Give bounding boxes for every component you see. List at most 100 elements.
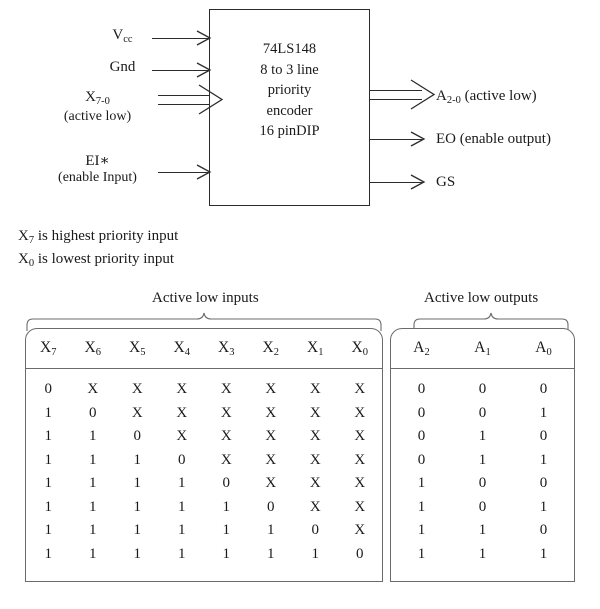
cell: 1 — [539, 545, 548, 562]
table-row: 1 1 1 1 1 1 0 X — [26, 519, 382, 543]
cell: 0 — [478, 404, 487, 421]
note-line-lowest: X0 is lowest priority input — [18, 249, 178, 272]
note-0-sub: 7 — [28, 234, 35, 246]
cell: 1 — [222, 522, 231, 539]
col-header-x7: X7 — [40, 339, 57, 358]
wire-ei — [158, 172, 210, 174]
cell: X — [354, 381, 366, 398]
note-1-sub: 0 — [28, 257, 35, 269]
cell: 0 — [478, 475, 487, 492]
cell: X — [220, 428, 232, 445]
chip-line-2: priority — [267, 82, 312, 99]
caption-active-low-inputs: Active low inputs — [152, 290, 259, 306]
cell: 1 — [44, 522, 53, 539]
cell: 1 — [44, 498, 53, 515]
cell: X — [354, 404, 366, 421]
cell: X — [265, 404, 277, 421]
table-row: 1 1 1 1 1 1 1 0 — [26, 543, 382, 567]
cell: 0 — [44, 381, 53, 398]
cell: 1 — [417, 522, 426, 539]
cell: X — [354, 522, 366, 539]
arrowhead-a2-0-bus — [410, 79, 436, 110]
cell: 0 — [539, 475, 548, 492]
cell: 1 — [478, 545, 487, 562]
truth-table-outputs-header: A2 A1 A0 — [391, 329, 574, 369]
cell: 0 — [478, 498, 487, 515]
wire-gnd — [152, 70, 210, 72]
input-label-ei-base: EI∗ — [85, 153, 110, 169]
output-label-eo-base: EO — [436, 131, 456, 147]
cell: 1 — [89, 522, 97, 539]
table-row: 0 0 1 — [391, 402, 574, 426]
arrowhead-vcc — [196, 30, 212, 46]
col-header-x4: X4 — [173, 339, 190, 358]
cell: 1 — [417, 475, 426, 492]
output-label-a-base: A — [436, 88, 447, 104]
cell: X — [354, 428, 366, 445]
brace-inputs — [26, 312, 382, 331]
cell: X — [309, 381, 321, 398]
chip-label: 74LS148 8 to 3 line priority encoder 16 … — [210, 39, 369, 142]
cell: 0 — [133, 428, 142, 445]
input-label-gnd: Gnd — [95, 58, 150, 76]
note-0-text: is highest priority input — [34, 228, 179, 244]
col-header-a0: A0 — [535, 339, 552, 358]
cell: X — [220, 381, 232, 398]
cell: 0 — [311, 522, 320, 539]
cell: 0 — [417, 428, 426, 445]
cell: 1 — [133, 498, 142, 515]
truth-table-inputs-body: 0 X X X X X X X 1 0 X X X X X X 1 1 — [26, 369, 382, 574]
chip-line-1: 8 to 3 line — [260, 61, 319, 78]
wire-eo — [370, 139, 422, 141]
wire-vcc — [152, 38, 210, 40]
col-header-a1: A1 — [474, 339, 491, 358]
output-label-a-sub: 2-0 — [446, 94, 461, 106]
table-row: 1 0 0 — [391, 472, 574, 496]
chip-line-0: 74LS148 — [262, 41, 317, 57]
cell: 0 — [178, 451, 186, 468]
note-0-prefix: X — [18, 228, 29, 244]
cell: X — [354, 498, 366, 515]
cell: X — [176, 381, 188, 398]
cell: 0 — [417, 381, 426, 398]
cell: 1 — [539, 498, 548, 515]
cell: X — [309, 475, 321, 492]
cell: 1 — [44, 545, 53, 562]
caption-active-low-outputs: Active low outputs — [424, 290, 539, 306]
cell: 1 — [44, 475, 53, 492]
cell: 0 — [89, 404, 97, 421]
col-header-x6: X6 — [84, 339, 101, 358]
col-header-x0: X0 — [351, 339, 368, 358]
cell: X — [220, 451, 232, 468]
cell: 1 — [478, 451, 487, 468]
table-row: 1 1 1 — [391, 543, 574, 567]
note-1-prefix: X — [18, 250, 29, 267]
cell: 1 — [89, 545, 97, 562]
cell: 1 — [133, 451, 142, 468]
cell: 1 — [267, 522, 275, 539]
cell: 1 — [44, 404, 53, 421]
arrowhead-gs — [410, 174, 426, 190]
cell: 1 — [478, 428, 487, 445]
table-row: 0 0 0 — [391, 378, 574, 402]
table-row: 1 0 X X X X X X — [26, 402, 382, 426]
cell: 0 — [356, 545, 364, 562]
input-label-vcc-base: V — [112, 27, 124, 43]
cell: 1 — [89, 475, 97, 492]
chip-block: 74LS148 8 to 3 line priority encoder 16 … — [209, 9, 370, 206]
cell: 0 — [539, 522, 548, 539]
table-row: 0 1 0 — [391, 425, 574, 449]
cell: 1 — [178, 475, 186, 492]
cell: X — [309, 498, 321, 515]
cell: X — [354, 451, 366, 468]
cell: 1 — [44, 428, 53, 445]
cell: 1 — [178, 498, 186, 515]
cell: 1 — [178, 522, 186, 539]
cell: 1 — [478, 522, 487, 539]
truth-table-outputs-body: 0 0 0 0 0 1 0 1 0 0 1 1 1 0 0 — [391, 369, 574, 574]
truth-table-outputs: A2 A1 A0 0 0 0 0 0 1 0 1 0 0 1 1 — [390, 328, 575, 582]
col-header-x5: X5 — [129, 339, 146, 358]
cell: X — [176, 428, 188, 445]
note-1-text: is lowest priority input — [34, 250, 175, 267]
